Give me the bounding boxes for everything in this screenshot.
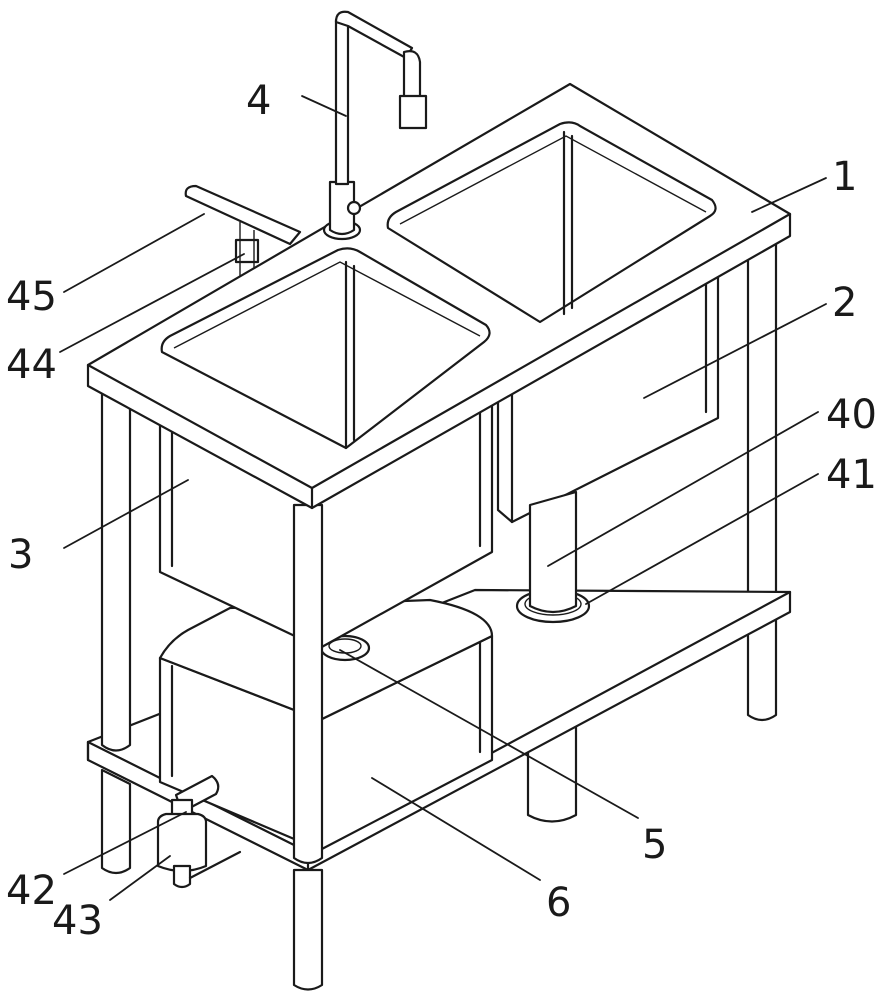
leader-40	[547, 411, 819, 567]
faucet	[322, 10, 428, 241]
countertop	[86, 82, 792, 510]
leader-42	[63, 811, 187, 875]
label-44: 44	[6, 342, 57, 388]
leader-4	[301, 95, 347, 117]
label-45: 45	[6, 274, 57, 320]
label-5: 5	[642, 822, 667, 868]
leader-lines	[59, 95, 827, 901]
leader-43	[109, 855, 171, 901]
label-3: 3	[8, 532, 33, 578]
label-6: 6	[546, 880, 571, 926]
drain-pipe	[515, 490, 591, 624]
label-42: 42	[6, 868, 57, 914]
label-43: 43	[52, 898, 103, 944]
label-4: 4	[246, 78, 271, 124]
leader-44	[59, 253, 245, 353]
leader-45	[63, 213, 205, 293]
leader-41	[585, 473, 819, 605]
lower-legs	[100, 768, 324, 991]
leader-2	[643, 303, 827, 399]
label-2: 2	[832, 280, 857, 326]
label-41: 41	[826, 452, 877, 498]
leader-6	[371, 777, 541, 881]
leader-1	[751, 177, 827, 213]
label-1: 1	[832, 154, 857, 200]
leader-3	[63, 479, 189, 549]
front-legs	[100, 388, 324, 865]
reference-numerals: 1 2 3 4 5 6 40 41 42 43 44 45	[6, 78, 877, 944]
leader-5	[339, 649, 639, 819]
storage-box	[158, 598, 494, 852]
label-40: 40	[826, 392, 877, 438]
